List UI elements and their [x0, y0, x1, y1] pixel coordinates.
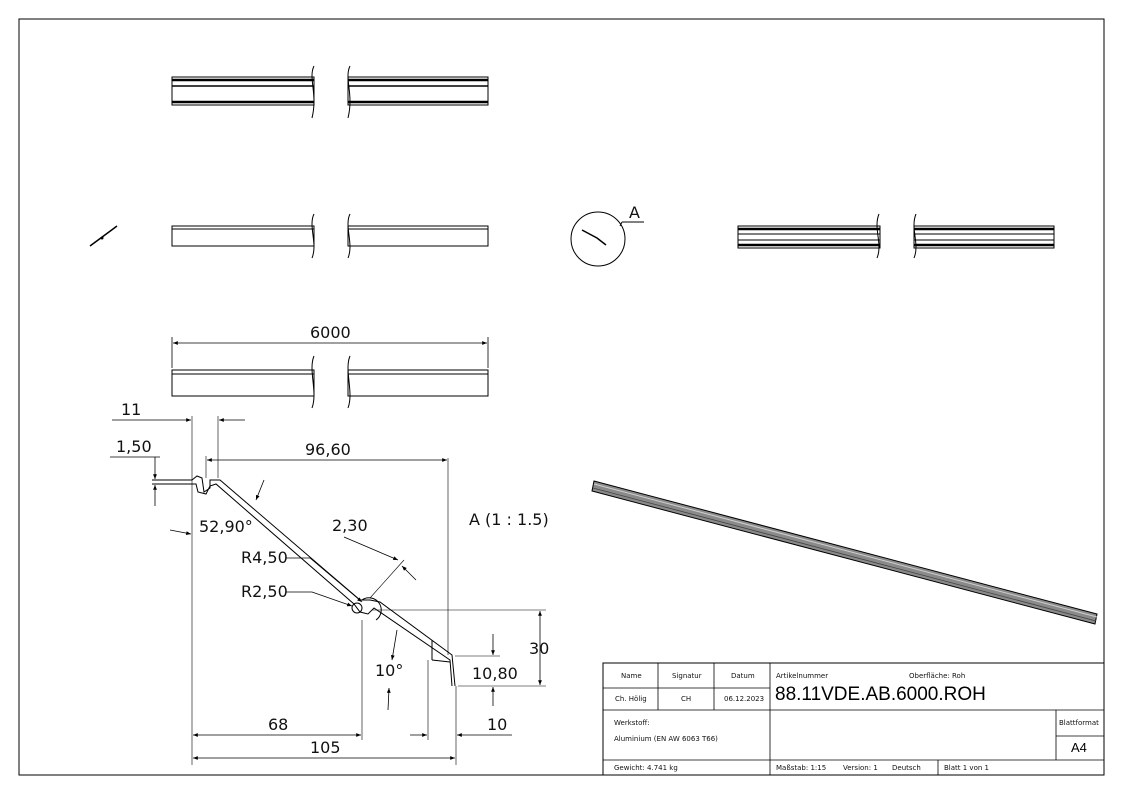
- detail-circle-a: A: [570, 203, 644, 267]
- dim-30: 30: [529, 639, 549, 658]
- tb-scale: Maßstab: 1:15: [776, 764, 826, 772]
- tb-name-header: Name: [621, 672, 642, 680]
- dim-11: 11: [121, 400, 141, 419]
- tb-sign: CH: [681, 695, 691, 703]
- dim-length: 6000: [310, 323, 351, 342]
- tb-date: 06.12.2023: [724, 695, 764, 703]
- top-view: [171, 65, 489, 119]
- title-block: Name Signatur Datum Ch. Hölig CH 06.12.2…: [602, 662, 1105, 776]
- tb-version: Version: 1: [843, 764, 878, 772]
- length-view: 6000: [171, 323, 489, 409]
- tb-sign-header: Signatur: [672, 672, 702, 680]
- end-profile: [89, 225, 118, 247]
- isometric-view: [591, 480, 1098, 625]
- tb-weight: Gewicht: 4.741 kg: [614, 764, 678, 772]
- tb-name: Ch. Hölig: [615, 695, 647, 703]
- dim-68: 68: [268, 715, 288, 734]
- dim-105: 105: [310, 738, 341, 757]
- tb-article-label: Artikelnummer: [776, 672, 828, 680]
- tb-surface-label: Oberfläche: Roh: [909, 672, 965, 680]
- dim-1-50: 1,50: [116, 437, 152, 456]
- tb-sheet: Blatt 1 von 1: [944, 764, 989, 772]
- detail-label: A: [629, 203, 640, 222]
- tb-sheet-format: A4: [1071, 740, 1087, 755]
- sheet-border: [18, 18, 1105, 776]
- dim-angle-52-90: 52,90°: [199, 517, 253, 536]
- tb-language: Deutsch: [892, 764, 921, 772]
- tb-material-label: Werkstoff:: [614, 719, 650, 727]
- tb-material: Aluminium (EN AW 6063 T66): [614, 735, 718, 743]
- dim-96-60: 96,60: [305, 440, 351, 459]
- dim-2-30: 2,30: [332, 516, 368, 535]
- tb-sheet-format-label: Blattformat: [1059, 719, 1099, 727]
- dim-r2-50: R2,50: [241, 582, 288, 601]
- front-view: [171, 213, 489, 259]
- dim-angle-10: 10°: [375, 661, 403, 680]
- side-view: [737, 213, 1055, 259]
- dim-10-80: 10,80: [472, 664, 518, 683]
- cross-section: 11 1,50 96,60 52,90° 2,30 R4,50 R2,50 30: [110, 400, 549, 765]
- dim-10: 10: [487, 715, 507, 734]
- tb-article-number: 88.11VDE.AB.6000.ROH: [775, 684, 986, 705]
- dim-r4-50: R4,50: [241, 548, 288, 567]
- detail-scale-label: A (1 : 1.5): [469, 510, 549, 529]
- tb-date-header: Datum: [731, 672, 755, 680]
